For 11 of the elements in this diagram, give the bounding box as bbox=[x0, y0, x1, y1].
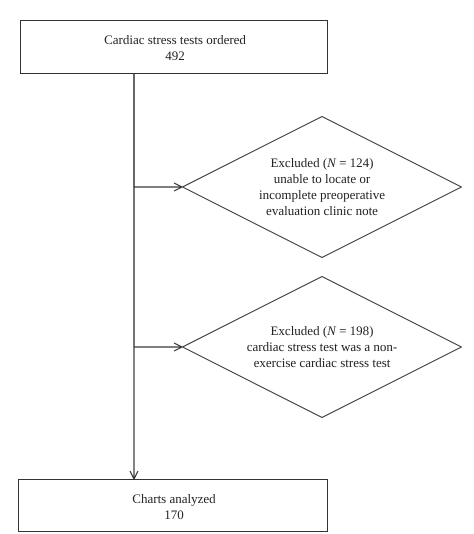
process-box bbox=[18, 479, 328, 532]
node-heading: Excluded (N = 124) bbox=[269, 155, 374, 171]
node-heading: Charts analyzed bbox=[131, 490, 217, 506]
node-text: unable to locate or incomplete preoperative evaluation clinic note bbox=[258, 171, 386, 219]
node-heading: Cardiac stress tests ordered bbox=[103, 32, 247, 48]
node-heading: Excluded (N = 198) bbox=[269, 323, 374, 339]
process-box bbox=[20, 20, 328, 74]
arrow bbox=[133, 74, 183, 352]
node-text: cardiac stress test was a non-exercise cardiac stress test bbox=[246, 339, 398, 371]
node-text: 492 bbox=[164, 48, 186, 64]
node-text: 170 bbox=[163, 506, 185, 522]
